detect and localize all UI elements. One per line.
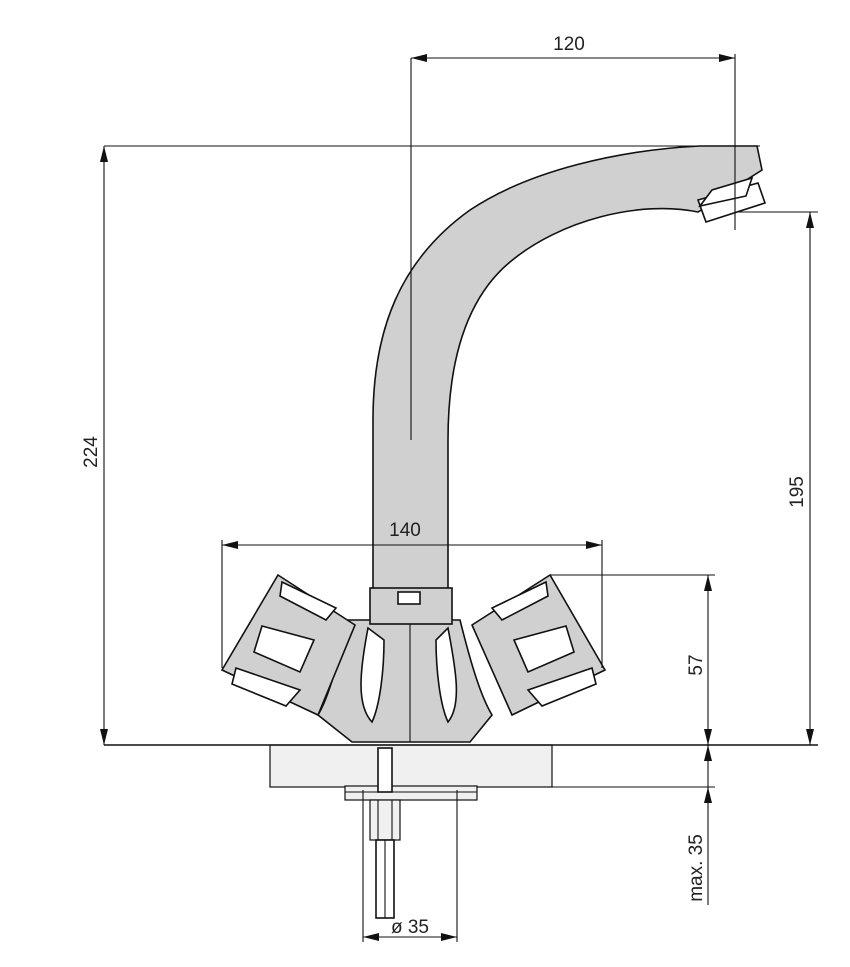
dim-max-counter-thickness: max. 35 <box>686 834 707 902</box>
dim-spout-height: 195 <box>787 476 808 508</box>
dim-body-height: 57 <box>686 654 707 675</box>
dimension-lines <box>100 54 818 942</box>
dim-spout-reach: 120 <box>553 34 585 55</box>
right-handle <box>470 573 607 717</box>
countertop <box>269 744 553 801</box>
spout <box>372 145 767 591</box>
dim-hole-diameter: ø 35 <box>391 917 429 938</box>
dim-handle-span: 140 <box>389 520 421 541</box>
faucet-body <box>316 587 493 743</box>
dim-total-height: 224 <box>81 436 102 468</box>
mounting-stud <box>369 747 401 919</box>
left-handle <box>220 573 356 717</box>
